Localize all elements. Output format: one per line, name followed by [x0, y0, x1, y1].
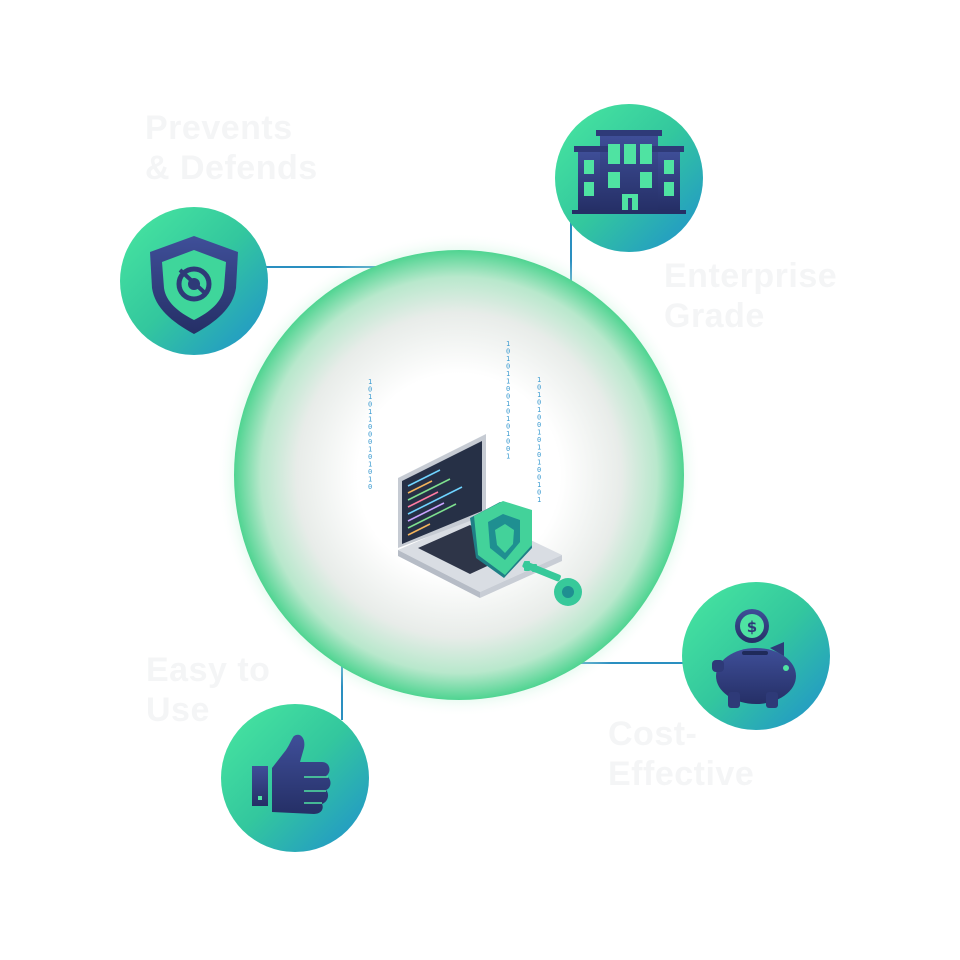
binary-digit: 0: [506, 393, 510, 401]
binary-digit: 1: [506, 400, 510, 408]
binary-digit: 0: [368, 431, 372, 439]
thumbs-up-icon: [252, 734, 331, 814]
binary-digit: 1: [506, 340, 510, 348]
binary-digit: 0: [506, 408, 510, 416]
binary-digit: 0: [537, 474, 541, 482]
binary-digit: 0: [537, 436, 541, 444]
binary-digit: 0: [506, 423, 510, 431]
binary-digit: 1: [506, 370, 510, 378]
binary-digit: 1: [537, 444, 541, 452]
binary-digit: 0: [537, 414, 541, 422]
binary-digit: 0: [537, 451, 541, 459]
feature-label-cost: Cost- Effective: [608, 714, 754, 794]
binary-digit: 0: [368, 423, 372, 431]
binary-digit: 0: [506, 363, 510, 371]
binary-digit: 0: [537, 421, 541, 429]
binary-digit: 1: [506, 378, 510, 386]
binary-digit: 0: [506, 445, 510, 453]
binary-digit: 1: [368, 416, 372, 424]
feature-label-line: Effective: [608, 755, 755, 793]
binary-digit: 0: [368, 483, 372, 491]
binary-digit: 0: [368, 453, 372, 461]
feature-label-line: Grade: [664, 297, 765, 335]
badge-enterprise: [555, 104, 703, 252]
binary-digit: 1: [368, 476, 372, 484]
binary-digit: 0: [368, 401, 372, 409]
feature-label-line: Easy to: [146, 651, 271, 689]
binary-digit: 1: [506, 355, 510, 363]
binary-digit: 1: [506, 453, 510, 461]
binary-digit: 1: [537, 481, 541, 489]
binary-digit: 0: [506, 438, 510, 446]
binary-digit: 1: [368, 393, 372, 401]
binary-digit: 0: [537, 466, 541, 474]
feature-label-line: Cost-: [608, 715, 698, 753]
binary-digit: 0: [368, 468, 372, 476]
feature-label-line: & Defends: [145, 149, 318, 187]
binary-digit: 1: [506, 415, 510, 423]
badge-easy: [221, 704, 369, 852]
feature-label-line: Enterprise: [664, 257, 838, 295]
binary-digit: 1: [368, 408, 372, 416]
badge-cost: $: [682, 582, 830, 730]
binary-digit: 1: [368, 446, 372, 454]
binary-digit: 1: [537, 391, 541, 399]
binary-digit: 0: [537, 399, 541, 407]
binary-digit: 1: [506, 430, 510, 438]
piggy-bank-icon: $: [712, 609, 796, 708]
shield-icon: [150, 236, 238, 334]
binary-digit: 1: [368, 461, 372, 469]
feature-label-enterprise: Enterprise Grade: [664, 256, 837, 336]
binary-digit: 0: [368, 386, 372, 394]
binary-digit: 1: [537, 406, 541, 414]
feature-label-line: Use: [146, 691, 210, 729]
building-icon: [572, 130, 686, 214]
binary-digit: 1: [537, 376, 541, 384]
binary-digit: 1: [537, 429, 541, 437]
binary-digit: 1: [537, 496, 541, 504]
laptop-shield-key-icon: [398, 434, 582, 606]
svg-text:$: $: [747, 618, 757, 636]
feature-label-easy: Easy to Use: [146, 650, 270, 730]
binary-digit: 0: [506, 385, 510, 393]
binary-digit: 0: [537, 384, 541, 392]
feature-label-prevents: Prevents & Defends: [145, 108, 318, 188]
badge-prevents: [120, 207, 268, 355]
feature-label-line: Prevents: [145, 109, 293, 147]
binary-digit: 1: [368, 378, 372, 386]
binary-digit: 0: [506, 348, 510, 356]
binary-digit: 1: [537, 459, 541, 467]
binary-digit: 0: [537, 489, 541, 497]
binary-digit: 0: [368, 438, 372, 446]
